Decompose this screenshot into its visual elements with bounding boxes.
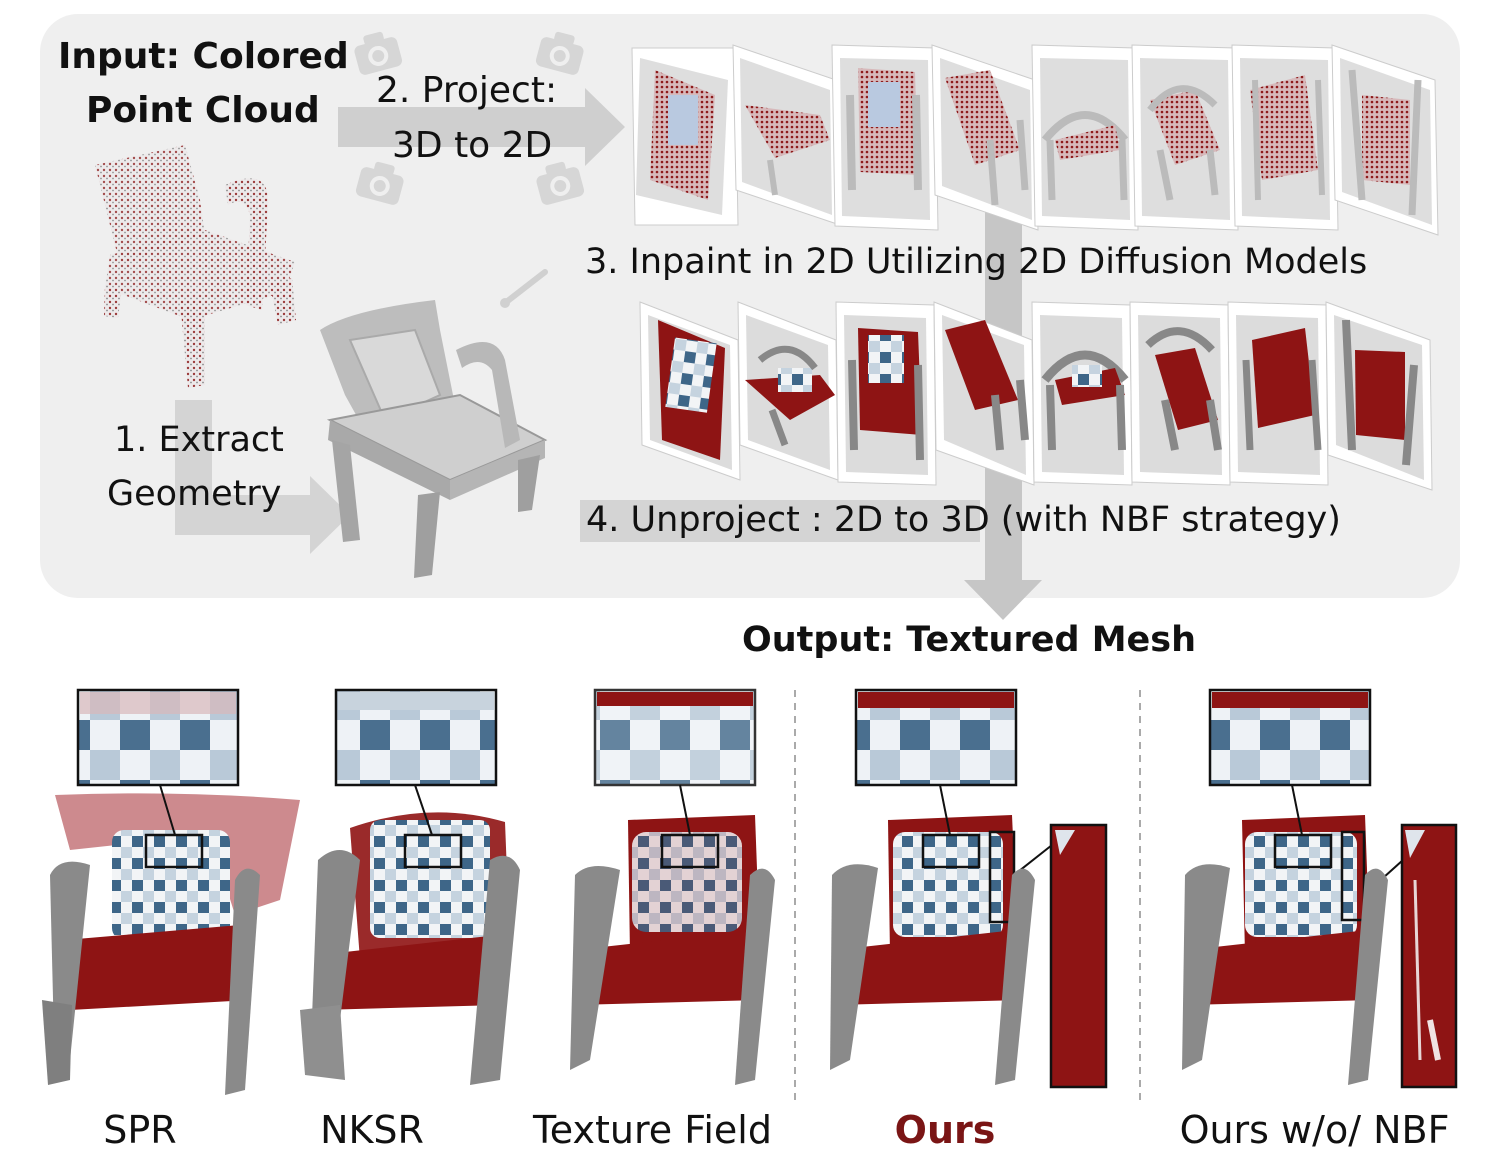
projected-views [631, 44, 1439, 236]
project-arrow [338, 88, 625, 166]
step1-label-line2: Geometry [107, 474, 282, 514]
inpainted-views [639, 301, 1433, 491]
output-label: Output: Textured Mesh [742, 620, 1197, 660]
method-label-spr: SPR [103, 1108, 177, 1152]
result-nksr [300, 688, 520, 1085]
step1-label-line1: 1. Extract [114, 420, 284, 460]
point-cloud-chair [95, 145, 296, 388]
step3-label: 3. Inpaint in 2D Utilizing 2D Diffusion … [585, 242, 1368, 282]
method-label-ours: Ours [894, 1108, 996, 1152]
input-label-line1: Input: Colored [58, 36, 349, 77]
result-ours [830, 688, 1108, 1089]
method-label-ours-without-nbf: Ours w/o/ NBF [1179, 1108, 1450, 1152]
method-label-nksr: NKSR [320, 1108, 424, 1152]
extract-arrow [175, 400, 350, 554]
result-spr [42, 688, 300, 1095]
result-texture-field [570, 688, 775, 1085]
step4-label: 4. Unproject : 2D to 3D (with NBF strate… [586, 500, 1341, 540]
method-label-texture-field: Texture Field [533, 1108, 772, 1152]
input-label-line2: Point Cloud [86, 90, 320, 131]
step2-label-line1: 2. Project: [376, 70, 558, 111]
extracted-geometry-chair [320, 300, 548, 578]
step2-label-line2: 3D to 2D [392, 125, 553, 166]
result-ours-without-nbf [1182, 688, 1458, 1089]
